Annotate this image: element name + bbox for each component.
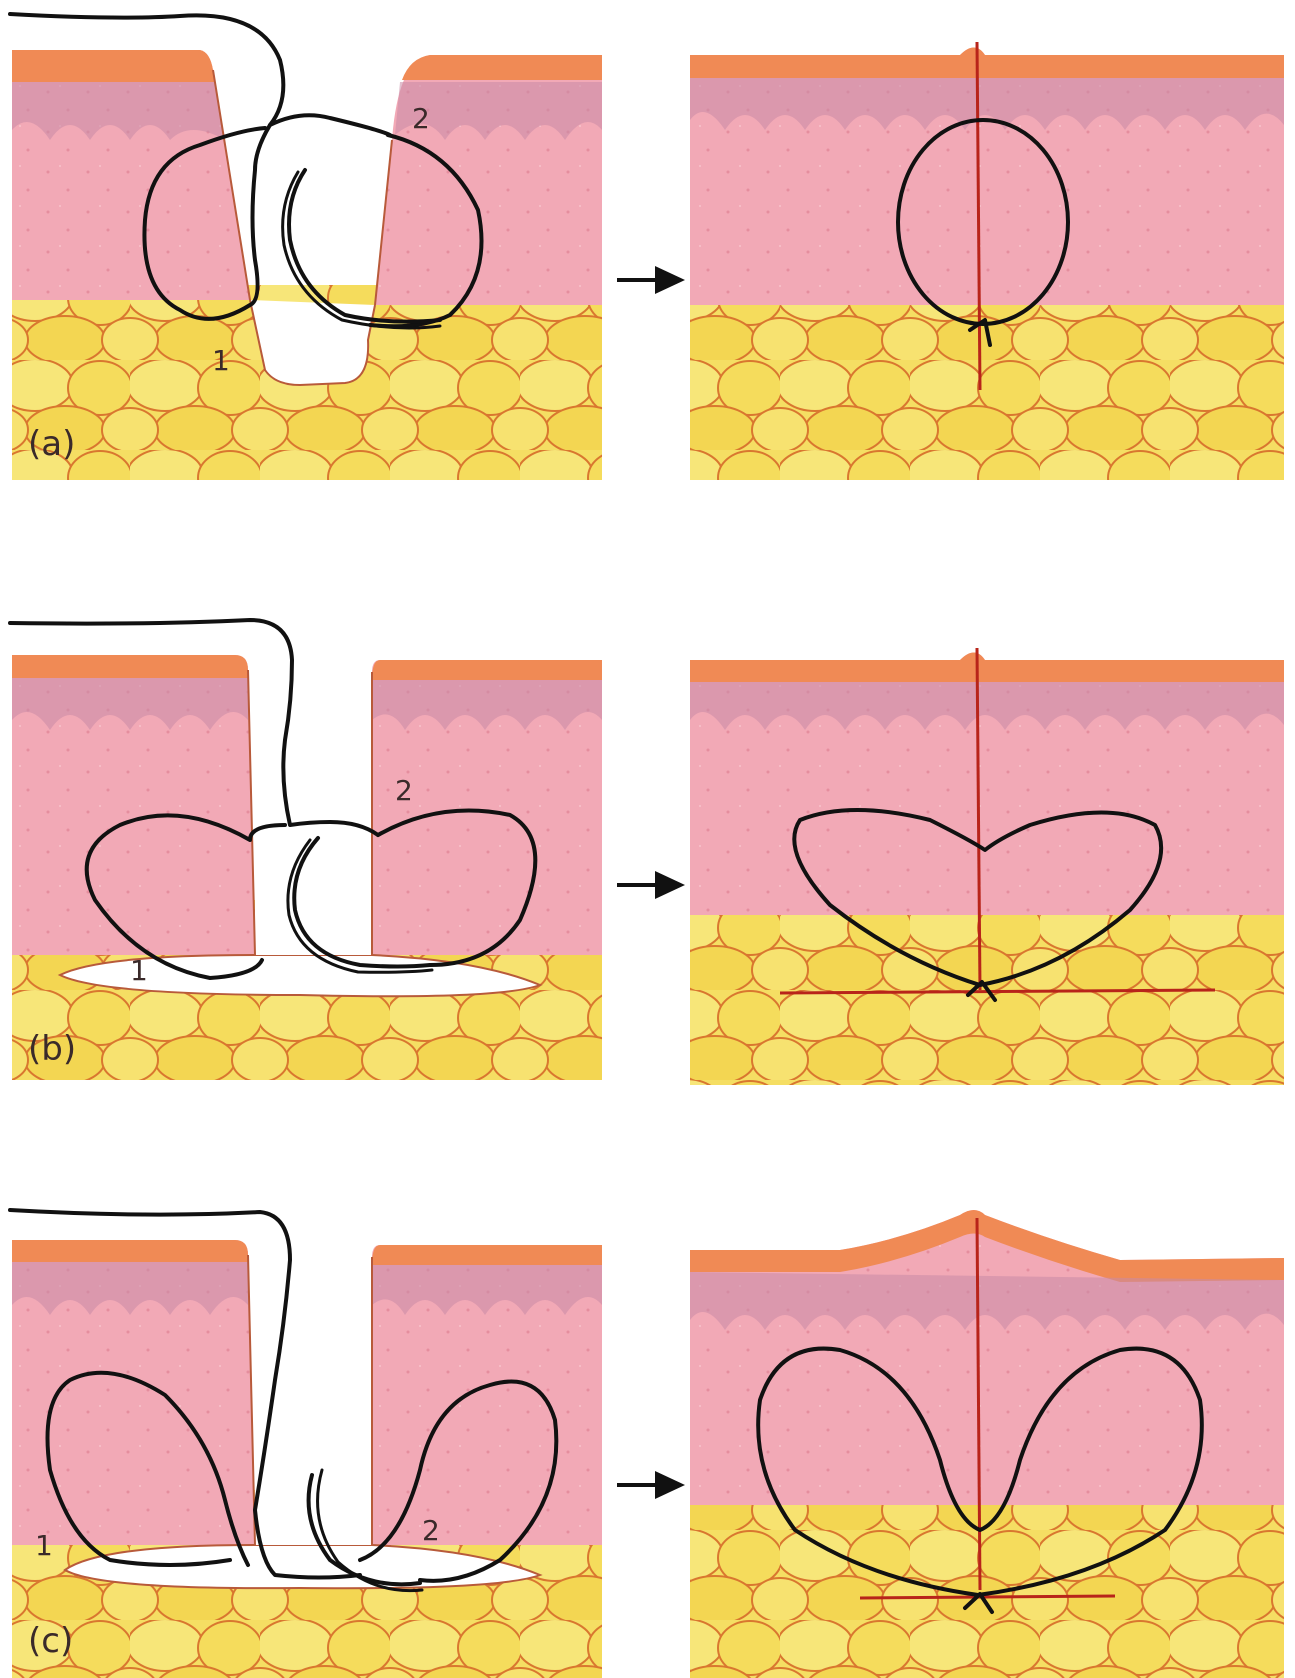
right-arrow-icon xyxy=(617,871,685,899)
right-arrow-icon xyxy=(617,1471,685,1499)
panel-c-open-wound: 1 2 (c) xyxy=(10,1210,602,1678)
panel-tag-a: (a) xyxy=(28,424,75,464)
panel-a-closed-wound xyxy=(690,42,1284,480)
needle-entry-label-1: 1 xyxy=(35,1529,53,1562)
panel-a-open-wound: 1 2 (a) xyxy=(10,14,602,480)
right-arrow-icon xyxy=(617,266,685,294)
needle-entry-label-1: 1 xyxy=(130,954,148,987)
panel-c-closed-wound xyxy=(690,1210,1284,1678)
panel-c: 1 2 (c) xyxy=(10,1210,1284,1678)
needle-exit-label-2: 2 xyxy=(395,774,413,807)
panel-tag-c: (c) xyxy=(28,1621,73,1661)
panel-b: 1 2 (b) xyxy=(10,620,1284,1085)
panel-b-open-wound: 1 2 (b) xyxy=(10,620,602,1080)
needle-entry-label-1: 1 xyxy=(212,344,230,377)
panel-b-closed-wound xyxy=(690,648,1284,1085)
needle-exit-label-2: 2 xyxy=(412,102,430,135)
needle-exit-label-2: 2 xyxy=(422,1514,440,1547)
panel-a: 1 2 (a) xyxy=(10,14,1284,480)
panel-tag-b: (b) xyxy=(28,1029,76,1069)
